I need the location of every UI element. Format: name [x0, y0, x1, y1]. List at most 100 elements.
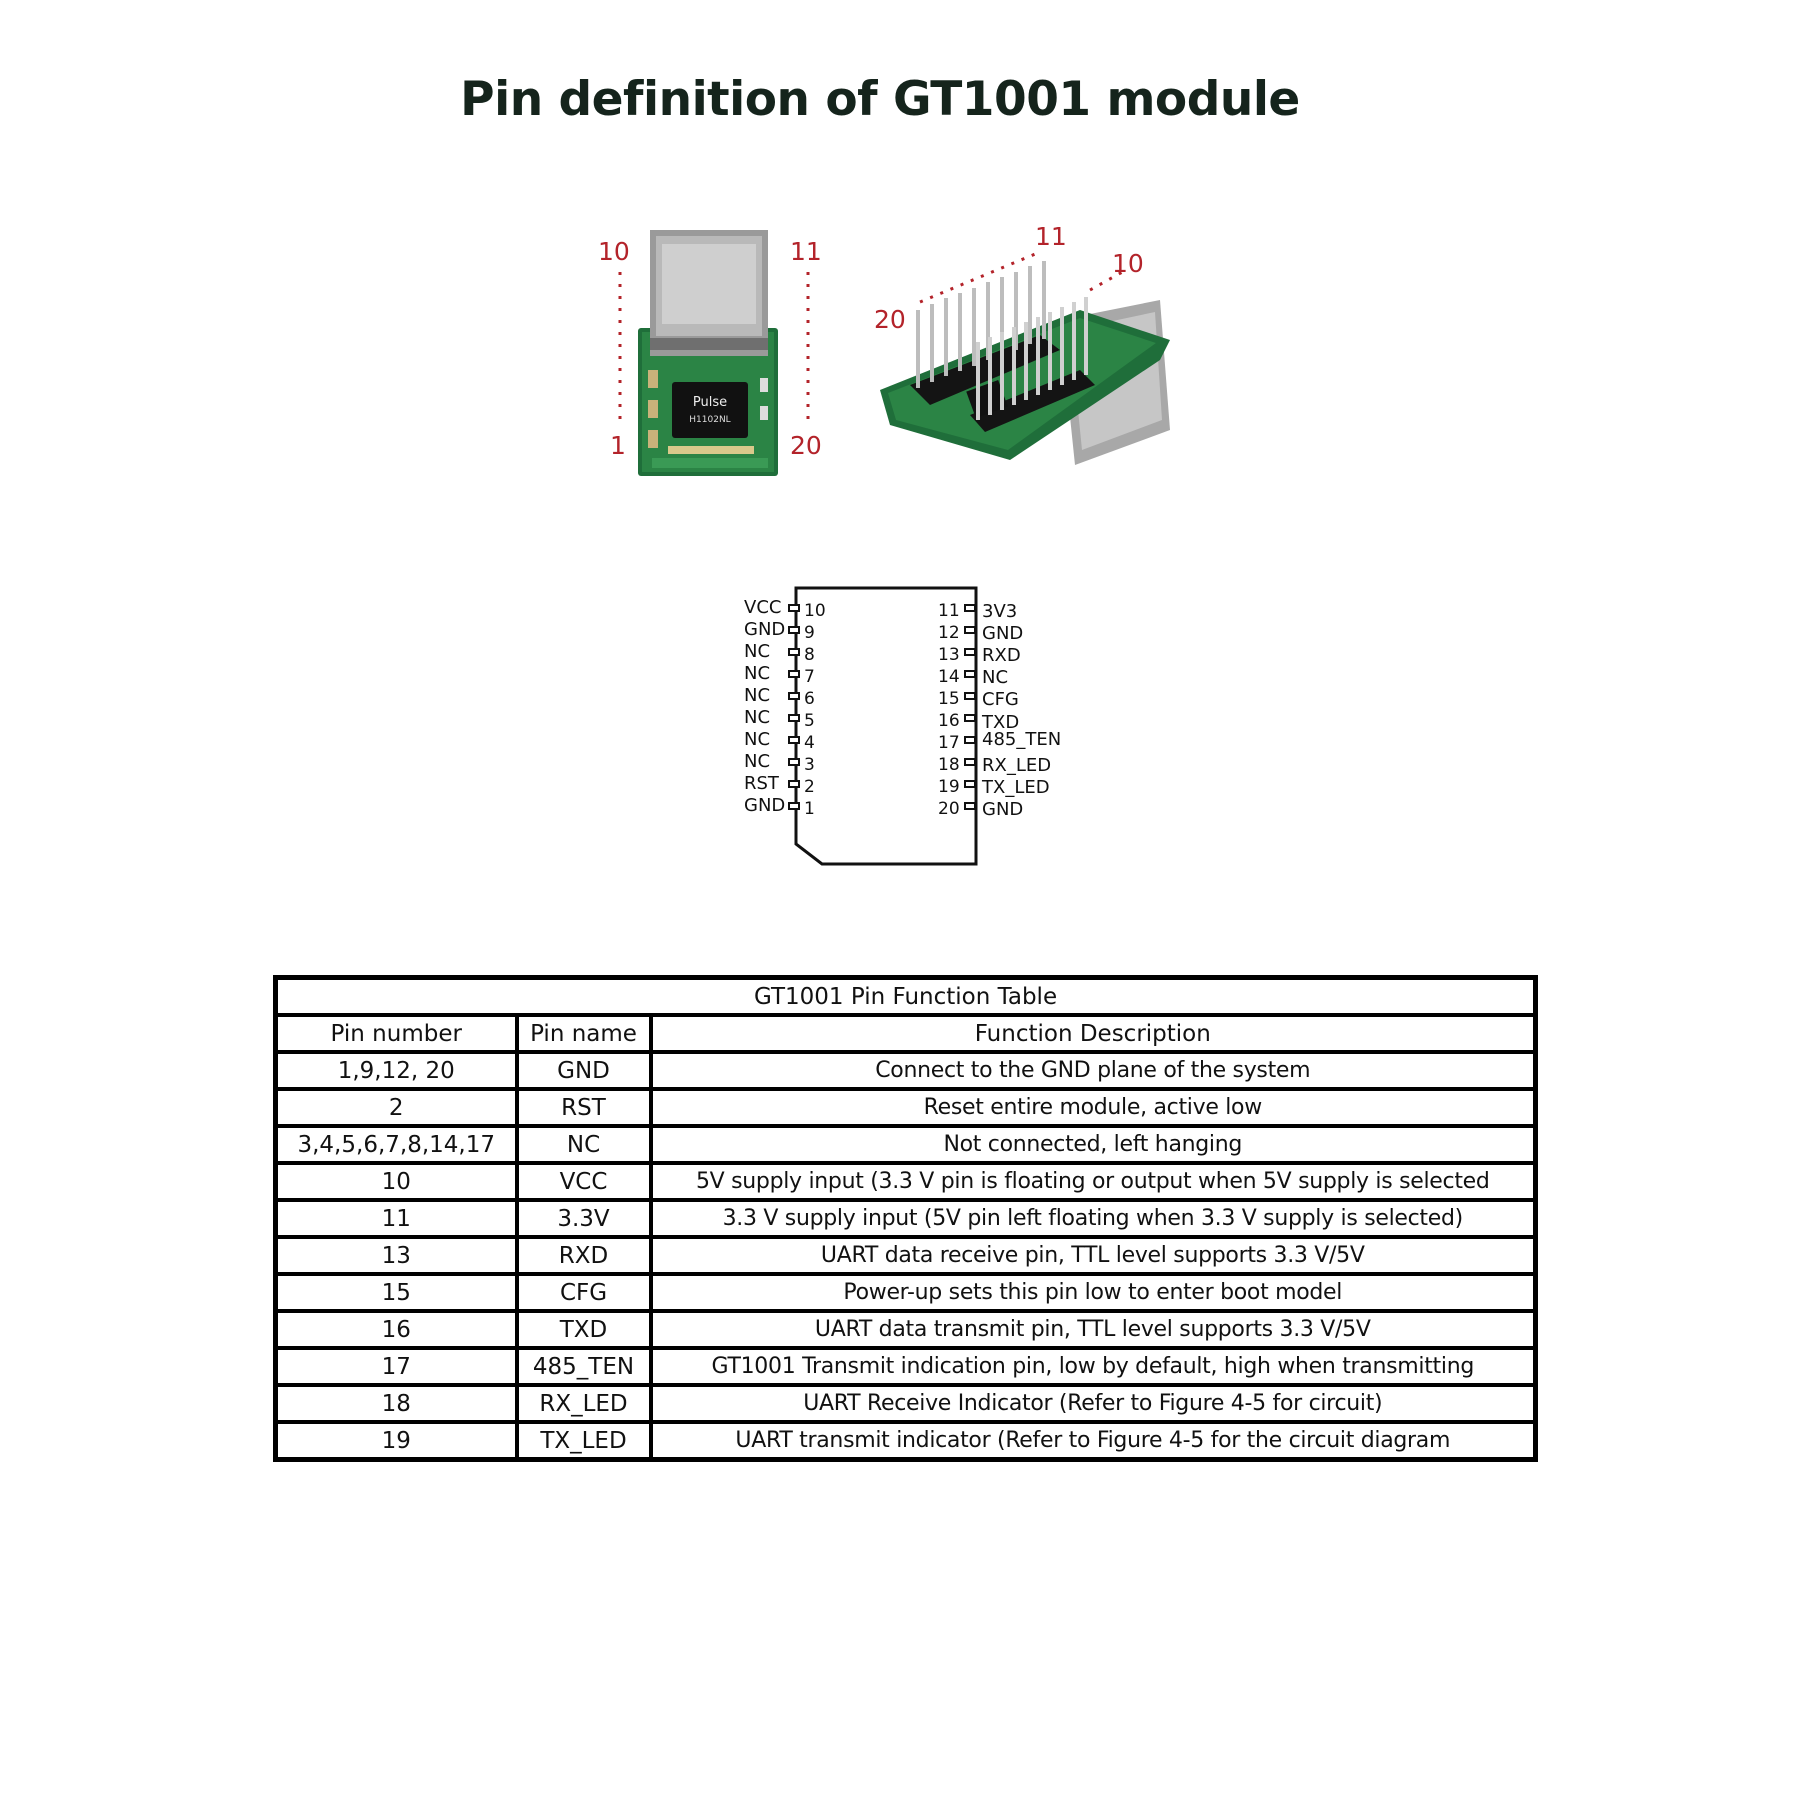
module-top-view-photo: Pulse H1102NL 10 11 1 20	[590, 210, 830, 480]
column-header: Pin number	[273, 1013, 519, 1054]
right-pin-name: 3V3	[982, 601, 1018, 622]
pin-pad	[964, 626, 976, 634]
pin-number-cell: 17	[273, 1346, 519, 1387]
left-pin-number: 6	[804, 689, 815, 709]
right-pin-number: 17	[938, 733, 960, 753]
pin-name-cell: 485_TEN	[514, 1346, 653, 1387]
left-pin-name: GND	[744, 795, 786, 816]
table-row: 16 TXD UART data transmit pin, TTL level…	[273, 1309, 1538, 1350]
left-pin-number: 1	[804, 799, 815, 819]
chip-part: H1102NL	[689, 415, 730, 425]
pin-number-cell: 3,4,5,6,7,8,14,17	[273, 1124, 519, 1165]
right-pin-name: GND	[982, 799, 1024, 820]
right-pin-number: 11	[938, 601, 960, 621]
right-pin-name: RXD	[982, 645, 1021, 666]
left-pin-name: NC	[744, 729, 771, 750]
table-caption: GT1001 Pin Function Table	[273, 975, 1538, 1017]
pin-name-cell: TXD	[514, 1309, 653, 1350]
table-row: 1,9,12, 20 GND Connect to the GND plane …	[273, 1050, 1538, 1091]
pin-pad	[788, 626, 800, 634]
pin-pad	[788, 604, 800, 612]
table-row: 19 TX_LED UART transmit indicator (Refer…	[273, 1420, 1538, 1462]
function-description-cell: UART data receive pin, TTL level support…	[648, 1235, 1538, 1276]
pin-pad	[788, 780, 800, 788]
pin-pad	[788, 714, 800, 722]
pin-number-cell: 19	[273, 1420, 519, 1462]
left-pin-name: NC	[744, 707, 771, 728]
right-pin-number: 18	[938, 755, 960, 775]
pin-name-cell: RST	[514, 1087, 653, 1128]
right-pin-number: 14	[938, 667, 960, 687]
pin-pad	[788, 736, 800, 744]
right-pin-number: 12	[938, 623, 960, 643]
function-description-cell: Reset entire module, active low	[648, 1087, 1538, 1128]
pin-number-cell: 18	[273, 1383, 519, 1424]
function-description-cell: Power-up sets this pin low to enter boot…	[648, 1272, 1538, 1313]
pin-name-cell: NC	[514, 1124, 653, 1165]
function-description-cell: 5V supply input (3.3 V pin is floating o…	[648, 1161, 1538, 1202]
pin-number-cell: 13	[273, 1235, 519, 1276]
pin-pad	[788, 670, 800, 678]
pin-number-cell: 11	[273, 1198, 519, 1239]
right-pin-name: GND	[982, 623, 1024, 644]
pin-pad	[964, 714, 976, 722]
chip-brand: Pulse	[693, 395, 727, 410]
pin-number-cell: 1,9,12, 20	[273, 1050, 519, 1091]
left-pin-number: 9	[804, 623, 815, 643]
right-pin-number: 20	[938, 799, 960, 819]
pin-name-cell: GND	[514, 1050, 653, 1091]
table-row: 10 VCC 5V supply input (3.3 V pin is flo…	[273, 1161, 1538, 1202]
top-view-pin-11-label: 11	[790, 237, 822, 266]
function-description-cell: 3.3 V supply input (5V pin left floating…	[648, 1198, 1538, 1239]
pin-pad	[788, 758, 800, 766]
table-row: 17 485_TEN GT1001 Transmit indication pi…	[273, 1346, 1538, 1387]
right-pin-name: CFG	[982, 689, 1019, 710]
left-pin-number: 3	[804, 755, 815, 775]
table-row: 15 CFG Power-up sets this pin low to ent…	[273, 1272, 1538, 1313]
table-row: 11 3.3V 3.3 V supply input (5V pin left …	[273, 1198, 1538, 1239]
right-pin-name: TX_LED	[982, 777, 1050, 798]
pin-name-cell: VCC	[514, 1161, 653, 1202]
pin-number-cell: 10	[273, 1161, 519, 1202]
pin-pad	[964, 648, 976, 656]
left-pin-name: NC	[744, 641, 771, 662]
function-description-cell: UART data transmit pin, TTL level suppor…	[648, 1309, 1538, 1350]
table-caption-row: GT1001 Pin Function Table	[273, 975, 1538, 1017]
pin-pad	[964, 802, 976, 810]
left-pin-name: VCC	[744, 597, 782, 618]
right-pin-number: 13	[938, 645, 960, 665]
pin-name-cell: 3.3V	[514, 1198, 653, 1239]
right-pin-name: RX_LED	[982, 755, 1052, 776]
left-pin-number: 7	[804, 667, 815, 687]
pin-function-table: GT1001 Pin Function Table Pin number Pin…	[273, 975, 1539, 1462]
angle-view-pin-10-label: 10	[1112, 249, 1144, 278]
right-pin-number: 15	[938, 689, 960, 709]
right-pin-name: 485_TEN	[982, 729, 1062, 750]
table-row: 18 RX_LED UART Receive Indicator (Refer …	[273, 1383, 1538, 1424]
left-pin-number: 4	[804, 733, 815, 753]
top-view-pin-10-label: 10	[598, 237, 630, 266]
pin-number-cell: 16	[273, 1309, 519, 1350]
pinout-schematic: VCC 10 GND 9 NC 8 NC 7 NC 6 NC 5 NC 4 NC…	[738, 582, 1078, 872]
table-row: 13 RXD UART data receive pin, TTL level …	[273, 1235, 1538, 1276]
table-row: 2 RST Reset entire module, active low	[273, 1087, 1538, 1128]
pin-pad	[964, 670, 976, 678]
left-pin-name: NC	[744, 751, 771, 772]
pin-number-cell: 2	[273, 1087, 519, 1128]
left-pin-number: 8	[804, 645, 815, 665]
function-description-cell: UART Receive Indicator (Refer to Figure …	[648, 1383, 1538, 1424]
left-pin-number: 5	[804, 711, 815, 731]
column-header: Function Description	[648, 1013, 1538, 1054]
column-header: Pin name	[514, 1013, 653, 1054]
left-pin-name: RST	[744, 773, 779, 794]
top-view-pin-1-label: 1	[610, 431, 626, 460]
pin-pad	[788, 692, 800, 700]
left-pin-name: NC	[744, 663, 771, 684]
pin-pad	[964, 692, 976, 700]
left-pin-name: GND	[744, 619, 786, 640]
function-description-cell: GT1001 Transmit indication pin, low by d…	[648, 1346, 1538, 1387]
function-description-cell: UART transmit indicator (Refer to Figure…	[648, 1420, 1538, 1462]
pin-pad	[788, 802, 800, 810]
left-pin-number: 10	[804, 601, 826, 621]
function-description-cell: Connect to the GND plane of the system	[648, 1050, 1538, 1091]
